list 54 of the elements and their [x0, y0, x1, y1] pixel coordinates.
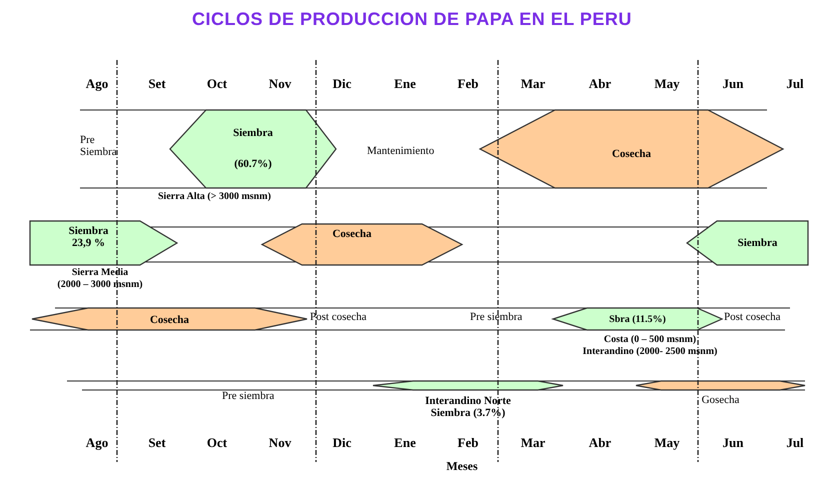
- text-label: Nov: [268, 77, 292, 91]
- phase-label: Cosecha: [150, 314, 190, 326]
- text-label: Ene: [394, 436, 416, 450]
- phase-label: Cosecha: [332, 228, 372, 240]
- text-label: Mantenimiento: [367, 146, 434, 158]
- text-label: Post cosecha: [724, 312, 781, 324]
- text-label: May: [654, 77, 680, 91]
- phase-shape: [32, 308, 307, 330]
- text-label: Ago: [86, 436, 108, 450]
- text-label: Abr: [588, 436, 612, 450]
- phase-label: Sbra (11.5%): [609, 314, 666, 324]
- text-label: Dic: [332, 77, 352, 91]
- text-label: Ene: [394, 77, 416, 91]
- text-label: Set: [148, 77, 166, 91]
- text-label: Jul: [786, 77, 804, 91]
- text-label: Meses: [446, 460, 478, 473]
- text-label: Pre Siembra: [80, 135, 118, 158]
- text-label: Post cosecha: [310, 312, 367, 324]
- text-label: Pre siembra: [222, 391, 274, 403]
- phase-shape: [687, 221, 808, 265]
- phase-shape: [262, 224, 462, 265]
- bar-caption: Interandino Norte: [425, 395, 511, 407]
- text-label: Oct: [206, 77, 228, 91]
- phase-shape: [30, 221, 177, 265]
- text-label: Nov: [268, 436, 292, 450]
- text-label: Feb: [458, 436, 478, 450]
- text-label: Jun: [722, 436, 744, 450]
- text-label: Abr: [588, 77, 612, 91]
- text-label: Set: [148, 436, 166, 450]
- phase-label: Cosecha: [612, 148, 652, 160]
- bar-caption: Siembra (3.7%): [430, 407, 506, 419]
- text-label: Costa (0 – 500 msnm): [604, 335, 696, 346]
- text-label: May: [654, 436, 680, 450]
- phase-shape: [170, 110, 336, 188]
- text-label: Mar: [520, 77, 546, 91]
- phase-label: Siembra: [68, 225, 108, 238]
- text-label: Feb: [458, 77, 478, 91]
- text-label: Jul: [786, 436, 804, 450]
- phase-label: Siembra: [233, 127, 273, 140]
- phase-shape: [480, 110, 783, 188]
- bar-caption: Gosecha: [702, 394, 740, 406]
- text-label: (2000 – 3000 msnm): [57, 280, 143, 290]
- chart-title: CICLOS DE PRODUCCION DE PAPA EN EL PERU: [191, 9, 633, 30]
- text-label: Dic: [332, 436, 352, 450]
- phase-label: Siembra: [738, 236, 778, 250]
- phase-label: 23,9 %: [72, 237, 105, 250]
- text-label: Oct: [206, 436, 228, 450]
- phase-label: (60.7%): [234, 158, 272, 171]
- text-label: Sierra Alta (> 3000 msnm): [158, 192, 271, 202]
- text-label: Jun: [722, 77, 744, 91]
- text-label: Mar: [520, 436, 546, 450]
- text-label: Pre siembra: [470, 312, 522, 324]
- text-label: Ago: [86, 77, 108, 91]
- phase-shape: [553, 308, 722, 330]
